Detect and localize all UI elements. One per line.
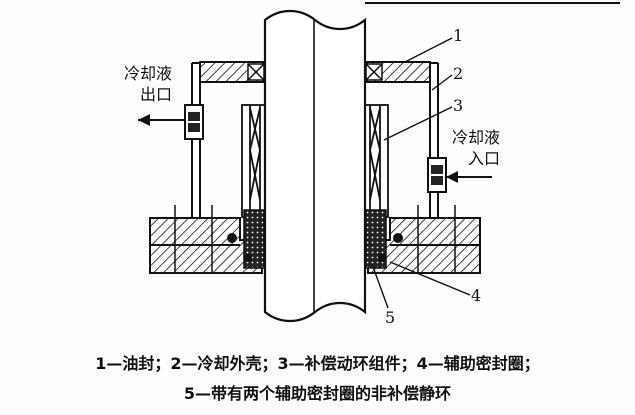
callout-4: 4 [471,286,482,305]
outlet-label-line2: 出口 [140,85,173,104]
seal-cross-section-figure [138,2,620,323]
callout-2: 2 [453,64,464,83]
caption-line-2: 5—带有两个辅助密封圈的非补偿静环 [183,384,452,403]
caption-line-1: 1—油封；2—冷却外壳；3—补偿动环组件；4—辅助密封圈； [95,354,540,373]
leader-lines [371,37,471,309]
callout-5: 5 [385,308,396,327]
inlet-label-line1: 冷却液 [452,128,501,147]
outlet-label-line1: 冷却液 [124,64,173,83]
callout-1: 1 [453,26,464,45]
callout-3: 3 [453,96,464,115]
inlet-label-line2: 入口 [468,149,501,168]
shaft [263,9,367,323]
